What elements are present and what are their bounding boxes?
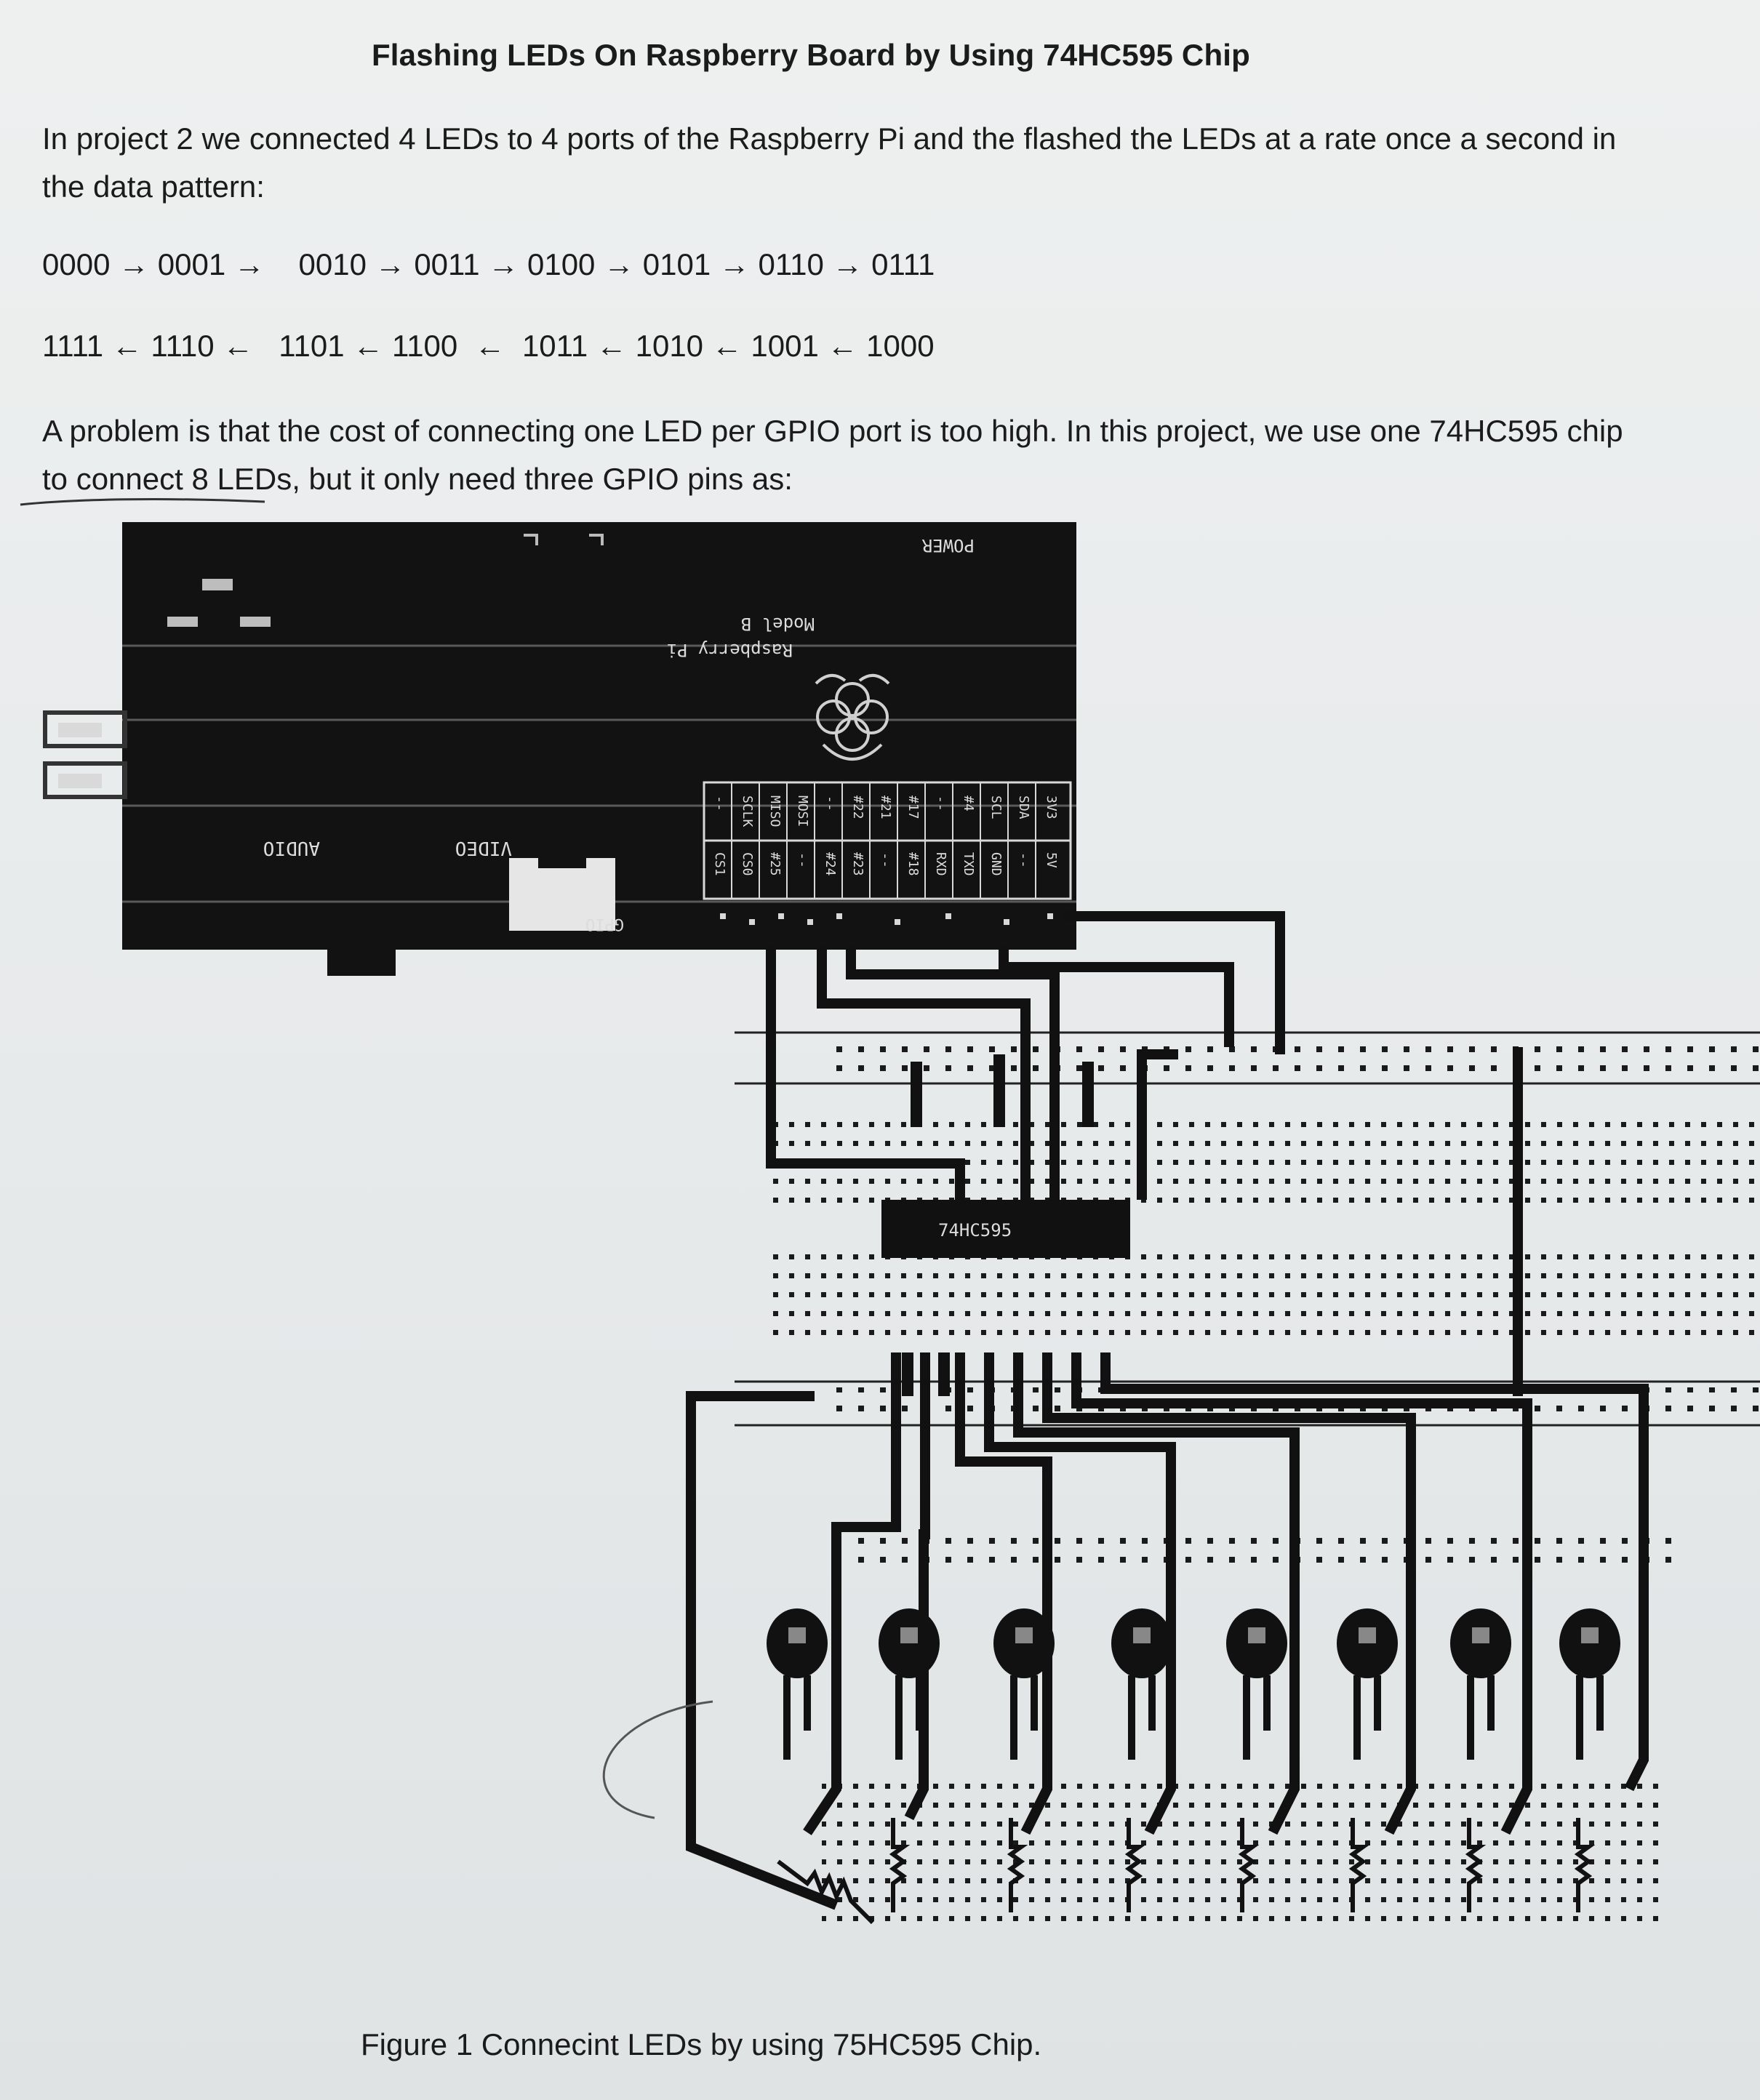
short-jumpers [902,1054,1094,1396]
model-line2: Model B [741,614,815,634]
pin-label-bottom-7: -- [878,852,893,868]
intro-paragraph: In project 2 we connected 4 LEDs to 4 po… [42,121,1617,204]
led-7 [1450,1608,1511,1760]
sequence-forward: 0000 → 0001 → 0010 → 0011 → 0100 → 0101 … [42,247,935,281]
figure-caption: Figure 1 Connecint LEDs by using 75HC595… [361,2027,1042,2061]
pin-label-mosi: MOSI [795,795,810,827]
led-5 [1226,1608,1287,1760]
pencil-mark [602,1700,713,1819]
pin-label-cs1: CS1 [712,852,727,876]
gpio-header-labels: 3V3 SDA SCL #4 -- #17 #21 #22 -- MOSI MI… [712,795,1059,876]
pin-label-25: #25 [767,852,783,876]
led-8 [1559,1608,1620,1760]
pin-label-3v3: 3V3 [1044,795,1059,819]
pin-label-17: #17 [905,795,921,819]
led-2 [879,1608,940,1760]
led-3 [993,1608,1055,1760]
model-line1: Raspberry Pi [667,640,793,660]
pin-label-gnd: GND [988,852,1004,876]
pin-label-21: #21 [878,795,893,819]
led-4 [1111,1608,1172,1760]
sequence-backward: 1111 ← 1110 ← 1101 ← 1100 ← 1011 ← 1010 … [42,329,935,363]
pin-label-22: #22 [850,795,865,819]
handwritten-underline [20,498,265,506]
pin-label-bottom-2: -- [1016,852,1031,868]
pin-label-rxd: RXD [933,852,948,876]
pin-label-sda: SDA [1016,795,1031,819]
power-label: POWER [921,535,975,556]
pin-label-top-13: -- [712,795,727,811]
chip-label: 74HC595 [938,1220,1012,1241]
board-labels: POWER Model B Raspberry Pi AUDIO VIDEO G… [263,535,975,933]
pin-label-4: #4 [961,795,976,811]
pin-label-txd: TXD [961,852,976,876]
resistor-row [777,1818,1596,1925]
pin-label-sclk: SCLK [740,795,755,827]
pin-label-top-9: -- [823,795,838,811]
shift-register-chip: 74HC595 [881,1200,1130,1258]
audio-label: AUDIO [263,837,320,859]
pin-label-cs0: CS0 [740,852,755,876]
pin-label-miso: MISO [767,795,783,827]
led-1 [767,1608,828,1760]
document-title: Flashing LEDs On Raspberry Board by Usin… [371,38,1251,72]
led-6 [1337,1608,1398,1760]
pin-label-bottom-10: -- [795,852,810,868]
pin-label-top-5: -- [933,795,948,811]
wiring-figure: POWER Model B Raspberry Pi AUDIO VIDEO G… [43,522,1760,1927]
gpio-wires [766,911,1285,1200]
video-label: VIDEO [455,837,512,859]
output-wires [686,1352,1649,1910]
led-row [767,1608,1620,1760]
gpio-label: GPIO [585,915,624,933]
raspberry-pi-board [43,522,1076,976]
pin-label-scl: SCL [988,795,1004,819]
problem-paragraph: A problem is that the cost of connecting… [42,414,1623,496]
breadboard [735,1031,1760,1927]
pin-label-5v: 5V [1044,852,1059,868]
pin-label-24: #24 [823,852,838,876]
pin-label-18: #18 [905,852,921,876]
pin-label-23: #23 [850,852,865,876]
